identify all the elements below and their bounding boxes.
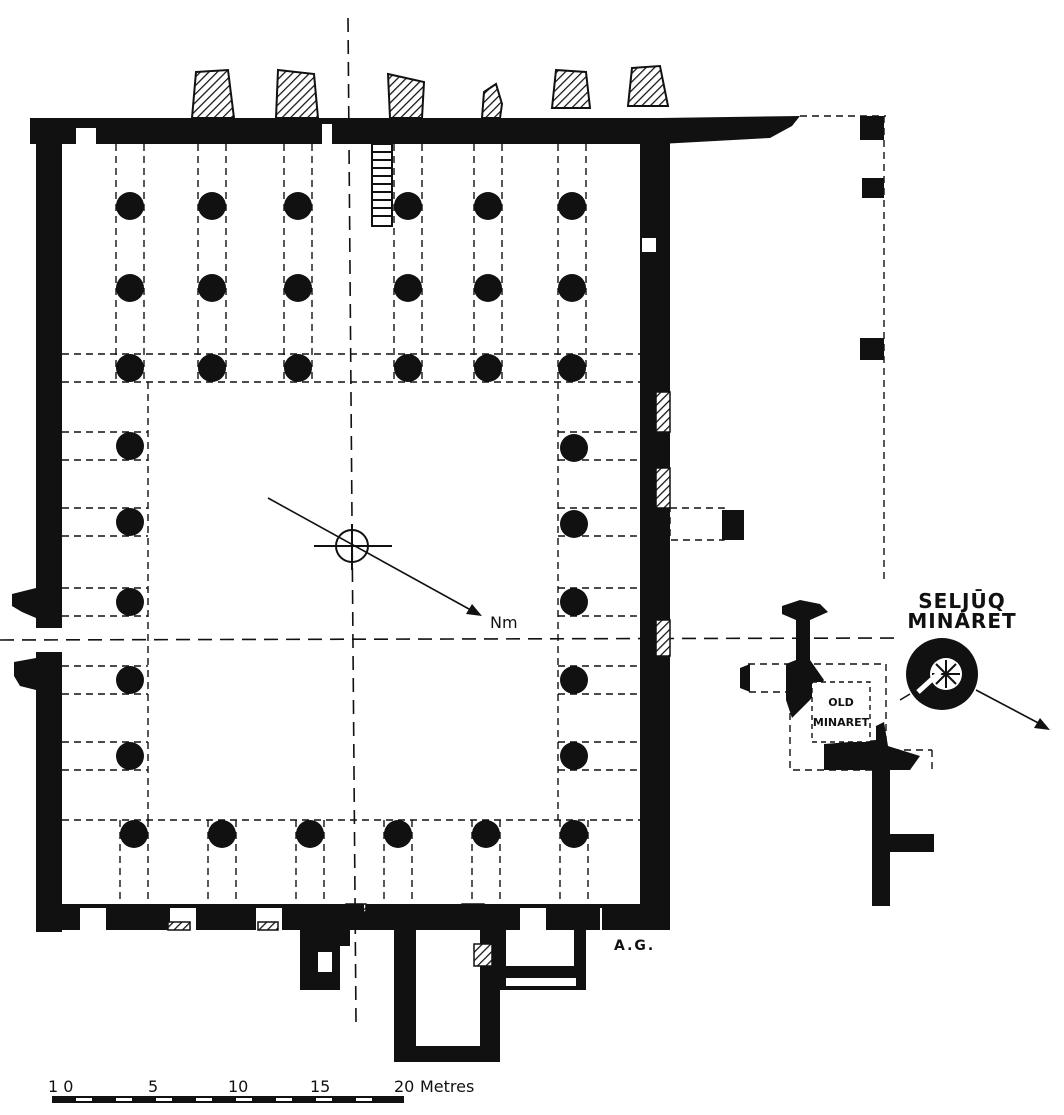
column [560,666,588,694]
old-minaret-box [811,681,871,743]
scale-tick-label: 5 [148,1077,158,1096]
center-marker [314,524,392,570]
south-annex-west [282,904,364,990]
scale-bar: 1 0 5 10 15 20 Metres [48,1077,474,1103]
column [284,192,312,220]
column [560,434,588,462]
south-annex-east [546,904,600,930]
buttress [386,72,426,119]
column [472,820,500,848]
column [384,820,412,848]
column [560,510,588,538]
column [474,274,502,302]
scale-tick-label: 15 [310,1077,330,1096]
column [394,274,422,302]
buttress [274,68,320,119]
author-initials: A.G. [614,938,655,954]
axis-lines [0,17,901,1023]
buttress [626,64,670,107]
old-minaret-label-line2: MINARET [813,716,870,729]
west-wall-upper [36,118,62,628]
vertical-axis-line [347,17,357,1023]
scale-tick-label: 20 [394,1077,414,1096]
horizontal-axis-line [0,637,901,641]
column [394,354,422,382]
column [474,192,502,220]
column [560,742,588,770]
north-wall-extension [660,116,800,144]
east-wall-blocked-openings [167,391,671,931]
north-buttresses [190,64,670,119]
column [116,742,144,770]
column [198,354,226,382]
column [116,588,144,616]
column [116,354,144,382]
scale-tick-label: 10 [228,1077,248,1096]
column [394,192,422,220]
column [474,354,502,382]
column [284,274,312,302]
seljuq-minaret-label-line1: SELJŪQ [918,589,1006,613]
south-annex [282,904,600,1062]
old-minaret-label-line1: OLD [828,696,854,709]
column [116,432,144,460]
east-outbuilding: OLD MINARET [669,115,934,906]
east-wall [640,118,670,930]
column [116,274,144,302]
north-wall [30,118,670,144]
column [208,820,236,848]
column [560,820,588,848]
column [560,588,588,616]
columns [116,192,588,848]
column [116,192,144,220]
column [116,508,144,536]
column [284,354,312,382]
column [558,192,586,220]
qibla-arrows [267,497,1050,730]
buttress [190,68,236,119]
column [198,274,226,302]
north-marker-label: Nm [490,613,518,632]
buttress [480,82,504,119]
scale-unit-label: Metres [420,1077,474,1096]
column [558,354,586,382]
west-wall-lower [36,652,62,932]
column [296,820,324,848]
column [558,274,586,302]
column [116,666,144,694]
seljuq-minaret: SELJŪQ MINARET [899,589,1016,710]
minbar-stair [371,143,393,227]
scale-tick-label: 1 0 [48,1077,73,1096]
column [120,820,148,848]
west-gate-jamb [14,658,36,690]
column [198,192,226,220]
west-gate-jamb [12,588,36,618]
seljuq-minaret-label-line2: MINARET [907,609,1016,633]
buttress [550,68,592,109]
